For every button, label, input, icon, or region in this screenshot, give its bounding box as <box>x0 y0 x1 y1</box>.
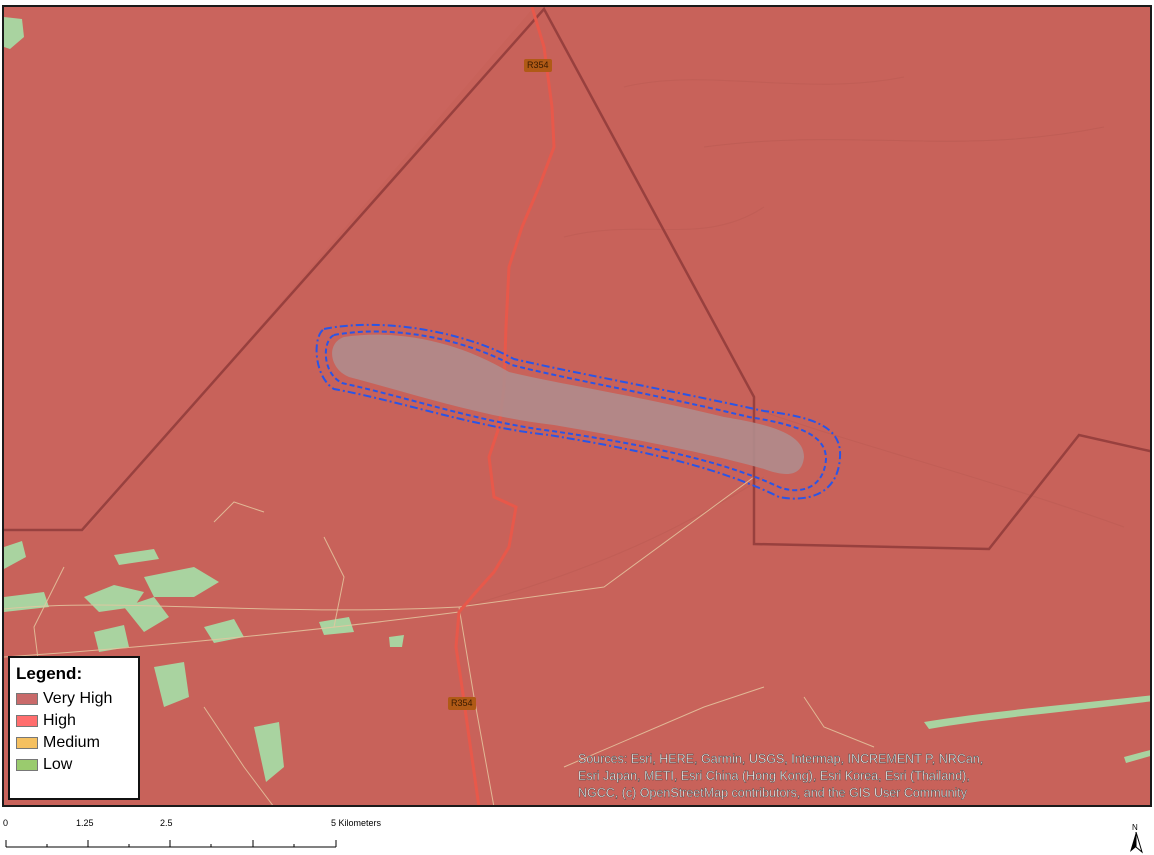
scale-bar: 0 1.25 2.5 5 Kilometers <box>0 818 420 853</box>
map-legend: Legend: Very High High Medium Low <box>8 656 140 800</box>
scale-tick-label: 0 <box>3 818 9 828</box>
attribution-line: Esri Japan, METI, Esri China (Hong Kong)… <box>578 769 970 783</box>
road-shield-south: R354 <box>448 697 476 710</box>
terrain-ridge <box>463 476 765 608</box>
minor-tracks <box>4 476 875 805</box>
attribution-line: Sources: Esri, HERE, Garmin, USGS, Inter… <box>578 752 984 766</box>
high-swatch <box>16 715 38 727</box>
road-shield-north: R354 <box>524 59 552 72</box>
legend-item-high: High <box>16 710 132 732</box>
terrain-shading <box>4 7 534 532</box>
project-buffer-outer <box>315 323 842 500</box>
legend-item-very-high: Very High <box>16 688 132 710</box>
sensitivity-map[interactable] <box>4 7 1152 807</box>
project-buffer-inner <box>324 330 828 492</box>
low-swatch <box>16 759 38 771</box>
north-arrow-icon: N <box>1128 823 1144 854</box>
road-r354 <box>454 7 556 805</box>
legend-label: Medium <box>43 734 100 751</box>
legend-label: Very High <box>43 690 113 707</box>
attribution-line: NGCC, (c) OpenStreetMap contributors, an… <box>578 786 968 800</box>
legend-title: Legend: <box>16 664 83 683</box>
project-area <box>332 334 804 474</box>
scale-tick-label: 1.25 <box>76 818 94 828</box>
north-arrow-glyph <box>1130 832 1143 854</box>
terrain-ridge <box>563 206 765 238</box>
terrain-ridge <box>623 76 905 88</box>
scale-bar-ruler <box>5 840 337 848</box>
very-high-swatch <box>16 693 38 705</box>
north-letter: N <box>1132 823 1138 832</box>
terrain-ridge <box>763 411 1125 528</box>
scale-tick-label: 5 Kilometers <box>331 818 382 828</box>
boundary-lines <box>4 7 1150 551</box>
terrain-ridge <box>703 126 1105 148</box>
medium-swatch <box>16 737 38 749</box>
legend-item-low: Low <box>16 754 132 776</box>
map-frame[interactable]: R354 R354 Sources: Esri, HERE, Garmin, U… <box>2 5 1152 807</box>
scale-tick-label: 2.5 <box>160 818 173 828</box>
legend-label: Low <box>43 756 73 773</box>
legend-item-medium: Medium <box>16 732 132 754</box>
attribution-text: Sources: Esri, HERE, Garmin, USGS, Inter… <box>578 751 1138 802</box>
legend-label: High <box>43 712 76 729</box>
